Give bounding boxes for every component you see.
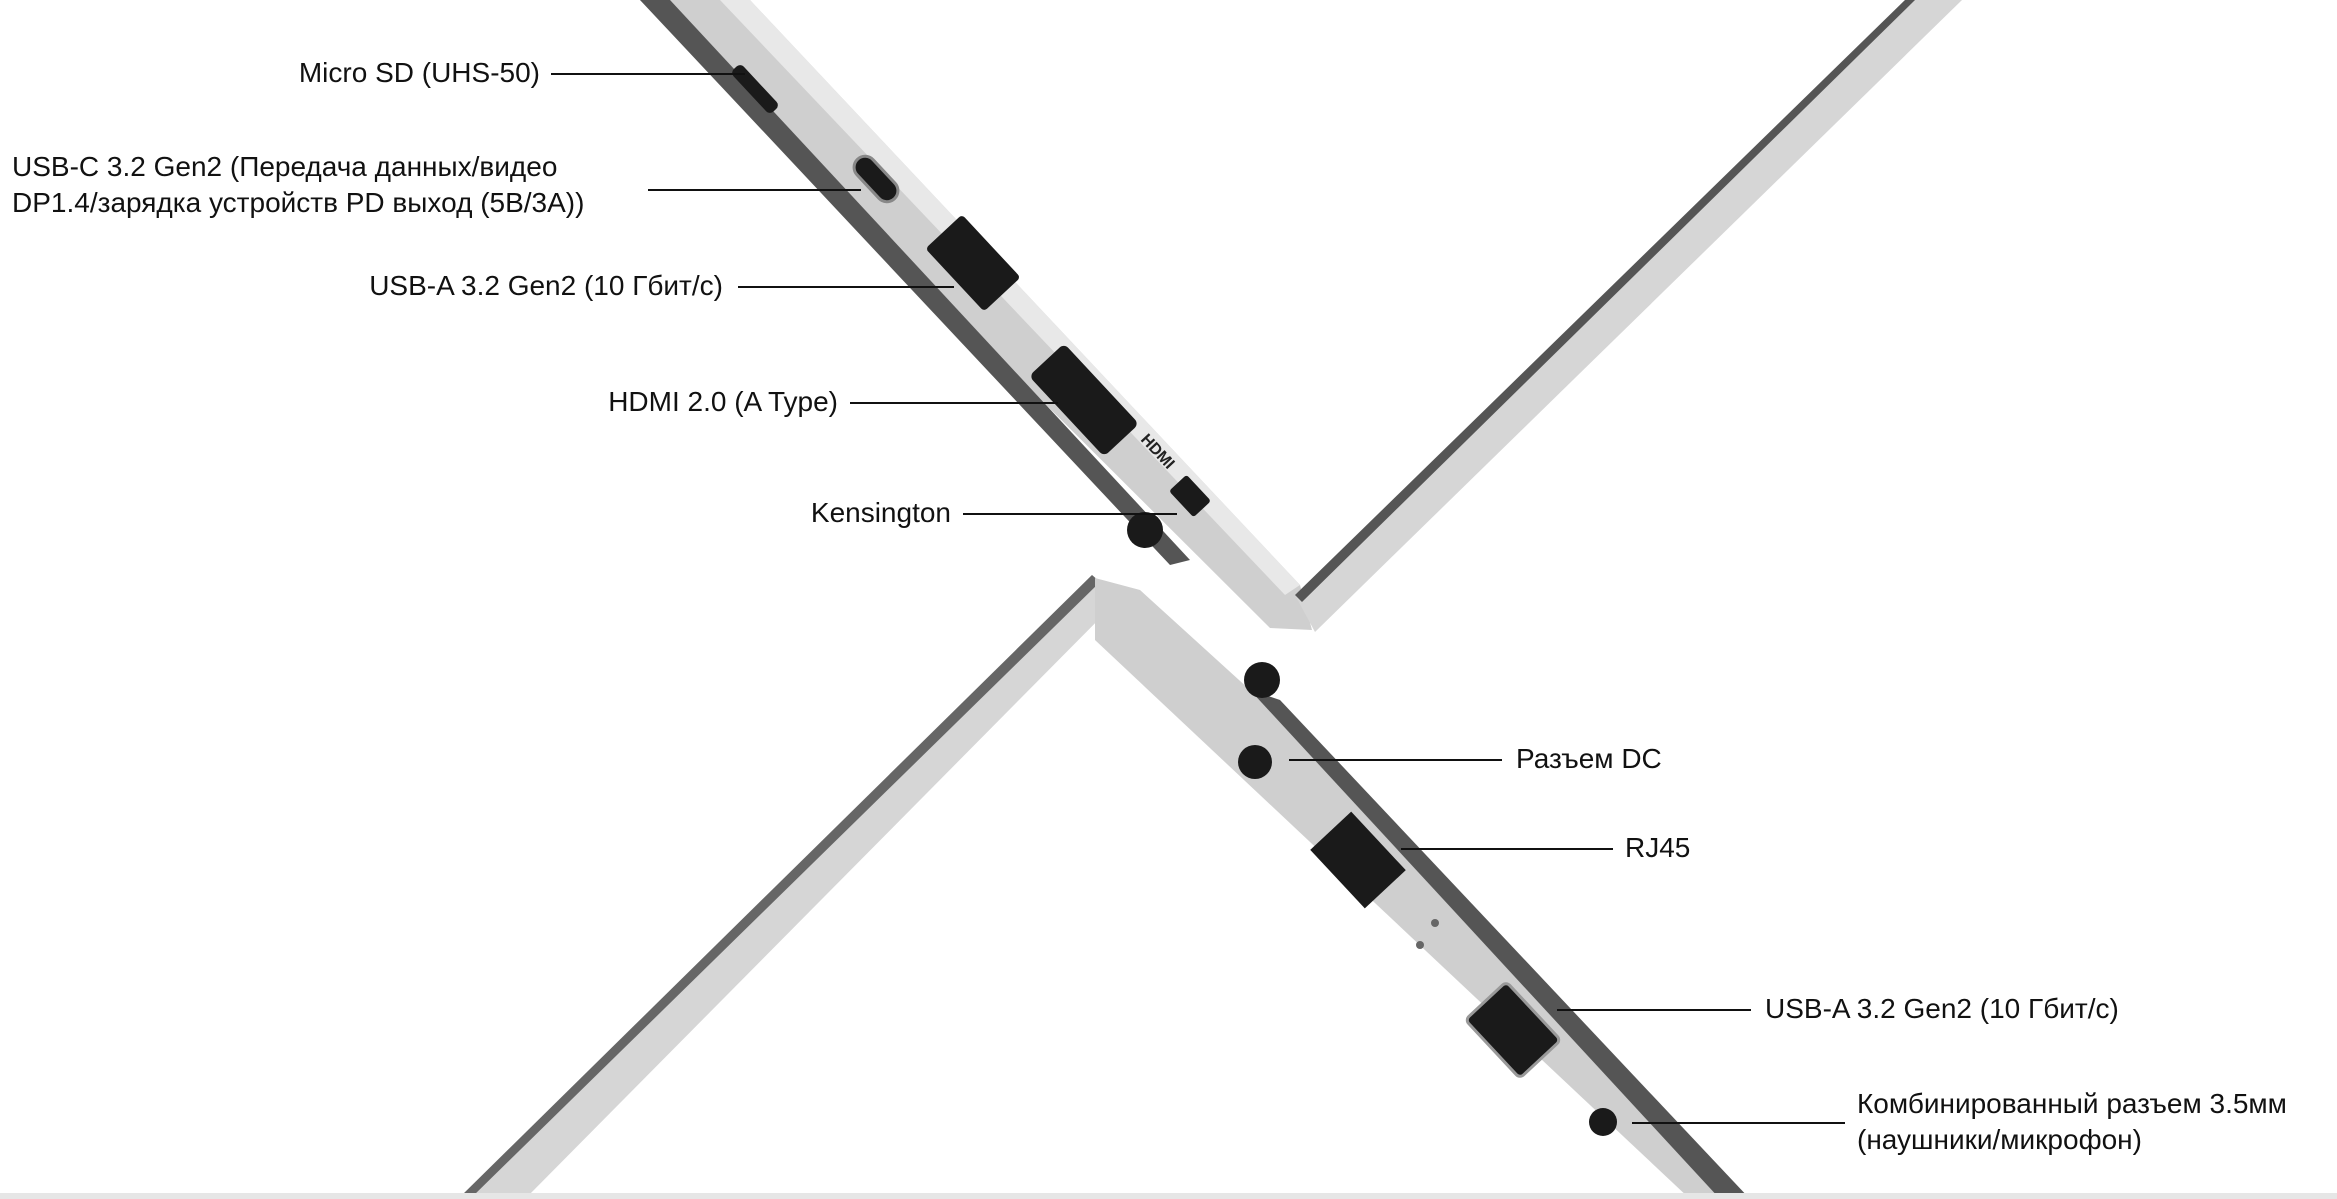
leader-kensington	[963, 513, 1177, 515]
leader-rj45	[1401, 848, 1613, 850]
foot	[1244, 662, 1280, 698]
label-audio-line1: Комбинированный разъем 3.5мм	[1857, 1088, 2287, 1119]
kensington-slot	[1170, 475, 1210, 517]
label-microsd: Micro SD (UHS-50)	[298, 57, 540, 88]
label-usba-right: USB-A 3.2 Gen2 (10 Гбит/с)	[1765, 993, 2119, 1024]
label-usba-left: USB-A 3.2 Gen2 (10 Гбит/с)	[369, 270, 723, 301]
label-usbc-line1: USB-C 3.2 Gen2 (Передача данных/видео	[12, 151, 558, 182]
label-kensington: Kensington	[810, 497, 951, 528]
usba-port-right	[1465, 982, 1561, 1078]
lower-ports	[1238, 745, 1617, 1136]
label-audio: Комбинированный разъем 3.5мм (наушники/м…	[1857, 1086, 2287, 1158]
dc-jack	[1238, 745, 1272, 779]
label-usbc: USB-C 3.2 Gen2 (Передача данных/видео DP…	[12, 149, 584, 221]
bottom-strip	[0, 1193, 2337, 1199]
audio-jack	[1589, 1108, 1617, 1136]
leader-usbc	[648, 189, 861, 191]
lower-laptop-lid	[458, 575, 1120, 1199]
leader-usba-right	[1557, 1009, 1751, 1011]
lower-laptop-base	[1095, 578, 1750, 1199]
leader-microsd	[551, 73, 745, 75]
label-audio-line2: (наушники/микрофон)	[1857, 1124, 2142, 1155]
label-usbc-line2: DP1.4/зарядка устройств PD выход (5В/3А)…	[12, 187, 585, 218]
leader-dc	[1289, 759, 1502, 761]
leader-hdmi	[850, 402, 1058, 404]
upper-laptop-base	[640, 0, 1312, 630]
label-hdmi: HDMI 2.0 (A Type)	[608, 386, 838, 417]
usba-port	[927, 216, 1019, 310]
usbc-port	[852, 154, 900, 204]
microsd-slot	[732, 65, 778, 113]
leader-audio	[1632, 1122, 1845, 1124]
label-rj45: RJ45	[1625, 832, 1691, 863]
leader-usba-left	[738, 286, 954, 288]
rj45-port	[1310, 811, 1406, 909]
label-dc: Разъем DC	[1516, 743, 1662, 774]
upper-laptop-lid	[1295, 0, 1962, 632]
hdmi-port	[1031, 345, 1137, 455]
foot	[1127, 512, 1163, 548]
